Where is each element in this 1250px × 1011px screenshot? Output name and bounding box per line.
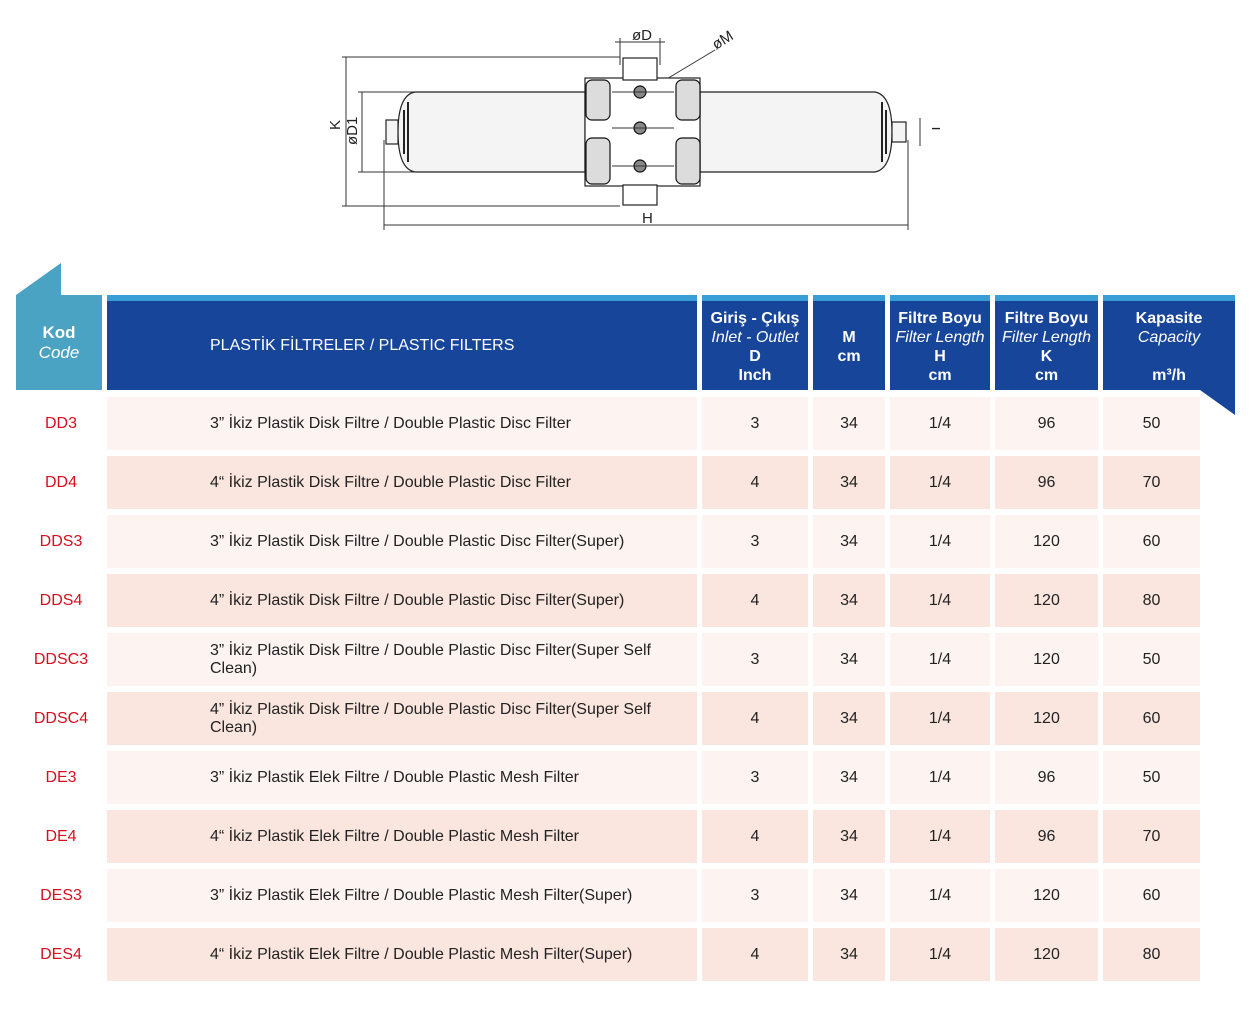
row-capacity: 70 <box>1103 810 1200 863</box>
row-length-h: 1/4 <box>890 810 990 863</box>
row-inlet: 4 <box>702 928 808 981</box>
row-capacity: 80 <box>1103 928 1200 981</box>
table-row: DDS4 4” İkiz Plastik Disk Filtre / Doubl… <box>0 574 1250 627</box>
row-description: 3” İkiz Plastik Disk Filtre / Double Pla… <box>107 515 697 568</box>
row-m: 34 <box>813 397 885 450</box>
filter-technical-drawing: øD øM K øD1 H T <box>327 27 940 230</box>
row-code: DDSC3 <box>33 650 89 668</box>
row-length-h: 1/4 <box>890 515 990 568</box>
header-capacity: Kapasite Capacity m³/h <box>1103 295 1235 390</box>
table-row: DE4 4“ İkiz Plastik Elek Filtre / Double… <box>0 810 1250 863</box>
header-inlet-outlet: Giriş - Çıkış Inlet - Outlet D Inch <box>702 295 808 390</box>
dimension-h-label: H <box>642 210 653 227</box>
row-length-h: 1/4 <box>890 928 990 981</box>
row-capacity: 50 <box>1103 633 1200 686</box>
row-length-h: 1/4 <box>890 751 990 804</box>
row-length-h: 1/4 <box>890 397 990 450</box>
row-capacity: 60 <box>1103 515 1200 568</box>
row-length-k: 120 <box>995 869 1098 922</box>
row-code: DD4 <box>44 473 77 491</box>
row-m: 34 <box>813 810 885 863</box>
dimension-m-label: øM <box>709 27 736 53</box>
row-m: 34 <box>813 456 885 509</box>
row-description: 4“ İkiz Plastik Elek Filtre / Double Pla… <box>107 810 697 863</box>
row-code: DE3 <box>45 768 77 786</box>
row-inlet: 3 <box>702 515 808 568</box>
row-code: DES4 <box>40 945 82 963</box>
row-inlet: 4 <box>702 456 808 509</box>
row-code: DDS3 <box>39 532 83 550</box>
row-capacity: 60 <box>1103 692 1200 745</box>
row-length-k: 96 <box>995 397 1098 450</box>
row-m: 34 <box>813 692 885 745</box>
row-length-h: 1/4 <box>890 633 990 686</box>
row-capacity: 70 <box>1103 456 1200 509</box>
row-description: 4” İkiz Plastik Disk Filtre / Double Pla… <box>107 692 697 745</box>
header-fold-accent <box>1200 390 1235 415</box>
table-row: DD3 3” İkiz Plastik Disk Filtre / Double… <box>0 397 1250 450</box>
header-filter-length-k: Filtre Boyu Filter Length K cm <box>995 295 1098 390</box>
dimension-d1-label: øD1 <box>344 117 361 145</box>
row-m: 34 <box>813 751 885 804</box>
row-length-h: 1/4 <box>890 869 990 922</box>
table-row: DD4 4“ İkiz Plastik Disk Filtre / Double… <box>0 456 1250 509</box>
row-length-k: 96 <box>995 456 1098 509</box>
row-capacity: 50 <box>1103 397 1200 450</box>
row-code: DD3 <box>44 414 77 432</box>
dimension-t-label: T <box>928 124 940 133</box>
row-description: 4“ İkiz Plastik Elek Filtre / Double Pla… <box>107 928 697 981</box>
row-description: 3” İkiz Plastik Elek Filtre / Double Pla… <box>107 751 697 804</box>
header-filter-length-h: Filtre Boyu Filter Length H cm <box>890 295 990 390</box>
row-length-h: 1/4 <box>890 692 990 745</box>
row-length-h: 1/4 <box>890 574 990 627</box>
row-m: 34 <box>813 633 885 686</box>
row-m: 34 <box>813 574 885 627</box>
table-row: DDSC4 4” İkiz Plastik Disk Filtre / Doub… <box>0 692 1250 745</box>
row-code: DES3 <box>40 886 82 904</box>
row-m: 34 <box>813 928 885 981</box>
row-length-h: 1/4 <box>890 456 990 509</box>
row-length-k: 96 <box>995 810 1098 863</box>
dimension-d-label: øD <box>632 27 652 44</box>
row-length-k: 120 <box>995 574 1098 627</box>
row-description: 3” İkiz Plastik Disk Filtre / Double Pla… <box>107 633 697 686</box>
row-description: 3” İkiz Plastik Elek Filtre / Double Pla… <box>107 869 697 922</box>
row-length-k: 120 <box>995 633 1098 686</box>
row-description: 4“ İkiz Plastik Disk Filtre / Double Pla… <box>107 456 697 509</box>
header-title: PLASTİK FİLTRELER / PLASTIC FILTERS <box>107 295 697 390</box>
table-row: DES4 4“ İkiz Plastik Elek Filtre / Doubl… <box>0 928 1250 981</box>
row-inlet: 4 <box>702 810 808 863</box>
row-length-k: 120 <box>995 515 1098 568</box>
row-inlet: 3 <box>702 751 808 804</box>
row-inlet: 4 <box>702 574 808 627</box>
row-m: 34 <box>813 869 885 922</box>
table-row: DES3 3” İkiz Plastik Elek Filtre / Doubl… <box>0 869 1250 922</box>
row-capacity: 50 <box>1103 751 1200 804</box>
header-m: M cm <box>813 295 885 390</box>
row-code: DDS4 <box>39 591 83 609</box>
row-description: 3” İkiz Plastik Disk Filtre / Double Pla… <box>107 397 697 450</box>
row-capacity: 60 <box>1103 869 1200 922</box>
row-length-k: 120 <box>995 692 1098 745</box>
dimension-k-label: K <box>327 120 344 130</box>
row-code: DDSC4 <box>33 709 89 727</box>
table-row: DDS3 3” İkiz Plastik Disk Filtre / Doubl… <box>0 515 1250 568</box>
row-capacity: 80 <box>1103 574 1200 627</box>
row-description: 4” İkiz Plastik Disk Filtre / Double Pla… <box>107 574 697 627</box>
header-code: Kod Code <box>16 295 102 390</box>
row-length-k: 96 <box>995 751 1098 804</box>
table-row: DDSC3 3” İkiz Plastik Disk Filtre / Doub… <box>0 633 1250 686</box>
row-inlet: 3 <box>702 869 808 922</box>
row-inlet: 3 <box>702 397 808 450</box>
row-length-k: 120 <box>995 928 1098 981</box>
table-row: DE3 3” İkiz Plastik Elek Filtre / Double… <box>0 751 1250 804</box>
header-corner-accent <box>16 263 61 295</box>
row-inlet: 3 <box>702 633 808 686</box>
row-code: DE4 <box>45 827 77 845</box>
row-m: 34 <box>813 515 885 568</box>
row-inlet: 4 <box>702 692 808 745</box>
